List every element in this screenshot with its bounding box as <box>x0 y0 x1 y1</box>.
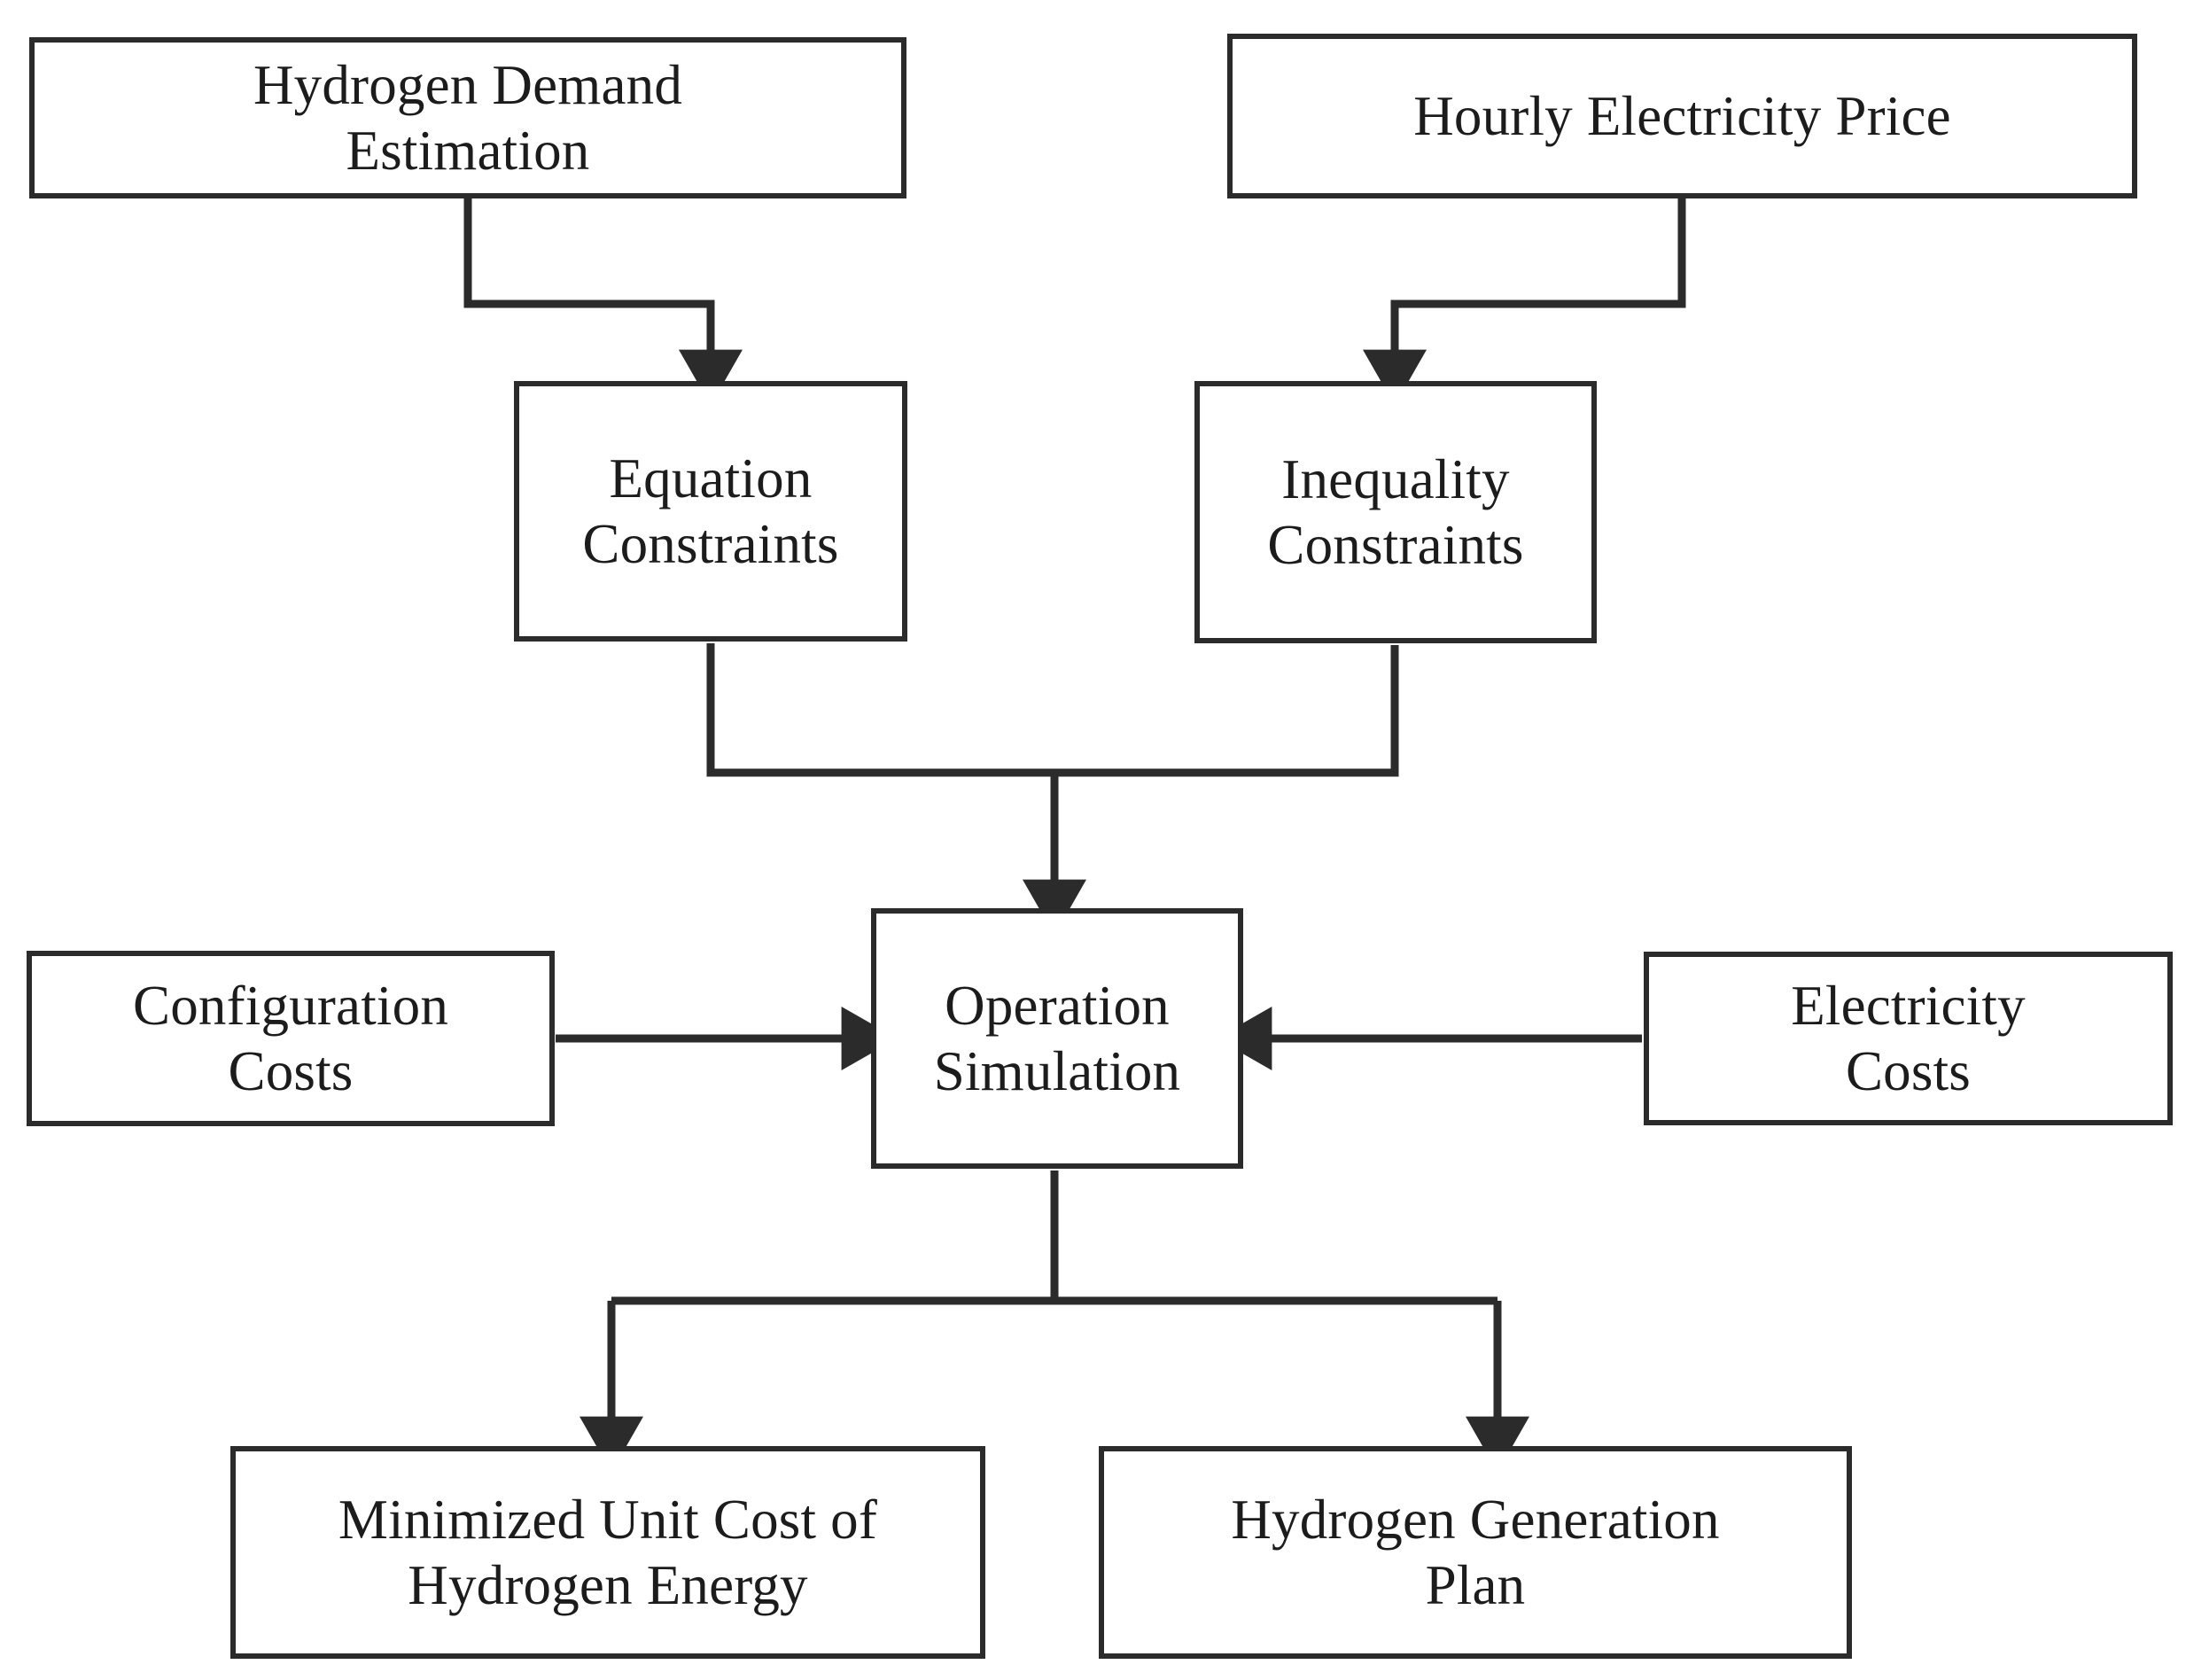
node-hydrogen-demand-estimation[interactable]: Hydrogen Demand Estimation <box>29 37 906 198</box>
node-operation-simulation[interactable]: Operation Simulation <box>871 908 1243 1169</box>
node-equation-constraints[interactable]: Equation Constraints <box>514 381 907 642</box>
node-label: Hourly Electricity Price <box>1413 84 1951 147</box>
node-label: Minimized Unit Cost of Hydrogen Energy <box>338 1488 878 1616</box>
node-minimized-unit-cost-of-hydrogen-energy[interactable]: Minimized Unit Cost of Hydrogen Energy <box>230 1446 985 1659</box>
node-hydrogen-generation-plan[interactable]: Hydrogen Generation Plan <box>1099 1446 1852 1659</box>
node-inequality-constraints[interactable]: Inequality Constraints <box>1194 381 1597 643</box>
node-configuration-costs[interactable]: Configuration Costs <box>27 951 555 1126</box>
node-hourly-electricity-price[interactable]: Hourly Electricity Price <box>1227 34 2137 198</box>
node-label: Hydrogen Demand Estimation <box>253 53 683 182</box>
edge-price-to-inequality <box>1363 198 1686 406</box>
node-label: Configuration Costs <box>132 974 449 1102</box>
edge-constraints-merge-bus <box>706 643 1399 777</box>
edge-demand-to-equation <box>463 198 743 406</box>
node-label: Operation Simulation <box>933 974 1181 1102</box>
node-label: Equation Constraints <box>582 447 839 575</box>
node-label: Inequality Constraints <box>1267 447 1524 576</box>
node-label: Electricity Costs <box>1791 974 2026 1102</box>
node-electricity-costs[interactable]: Electricity Costs <box>1644 952 2173 1125</box>
node-label: Hydrogen Generation Plan <box>1231 1488 1720 1616</box>
